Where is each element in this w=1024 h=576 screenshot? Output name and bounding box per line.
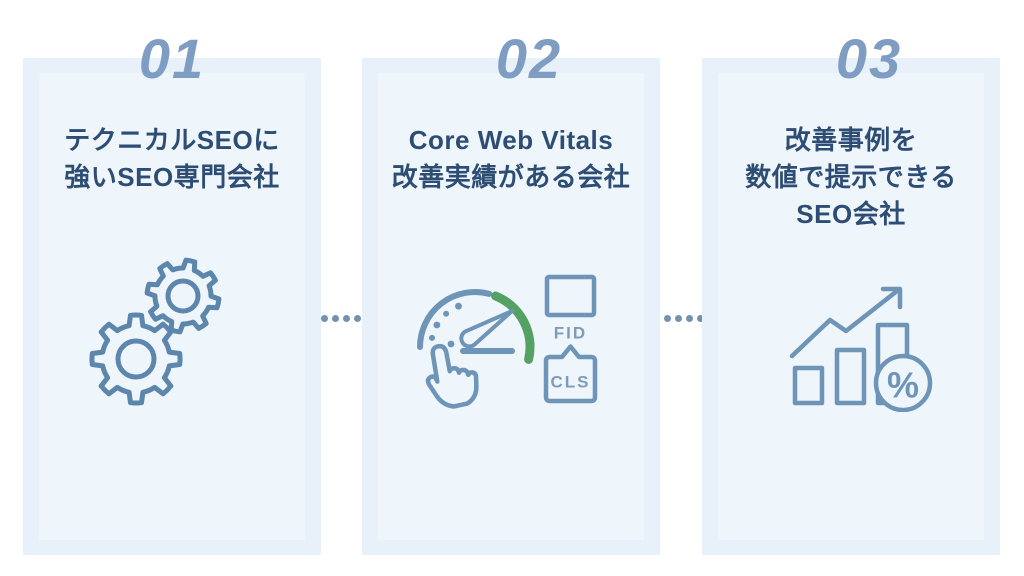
- large-gear-icon: [89, 312, 183, 406]
- small-gear-icon: [144, 257, 222, 335]
- connector-dot: [332, 315, 339, 322]
- connector-dot: [354, 315, 361, 322]
- card-title-line: テクニカルSEOに: [64, 125, 280, 155]
- connector-dot: [664, 315, 671, 322]
- card-title: 改善事例を 数値で提示できる SEO会社: [708, 122, 994, 233]
- connector-dots: [321, 315, 361, 322]
- connector-dot: [697, 315, 704, 322]
- fid-label: FID: [554, 324, 587, 343]
- card-title: Core Web Vitals 改善実績がある会社: [368, 122, 654, 196]
- pointer-hand-icon: [425, 343, 479, 409]
- card-title-line: 改善実績がある会社: [391, 162, 631, 192]
- gears-icon: [89, 257, 222, 406]
- growth-chart-icon: %: [789, 286, 933, 412]
- speedometer-icon: [417, 289, 535, 364]
- growth-arrow-icon: [789, 286, 903, 359]
- cls-label: CLS: [551, 373, 591, 392]
- card-measurable-results: 03 改善事例を 数値で提示できる SEO会社 %: [702, 31, 1000, 555]
- step-number: 03: [835, 27, 903, 90]
- gauge-green-arc: [491, 291, 535, 364]
- card-technical-seo: 01 テクニカルSEOに 強いSEO専門会社: [23, 31, 321, 555]
- card-title-line: Core Web Vitals: [408, 125, 614, 155]
- step-number: 01: [138, 27, 206, 90]
- connector-dot: [686, 315, 693, 322]
- connector-dot: [321, 315, 328, 322]
- percent-label: %: [887, 365, 919, 406]
- card-title-line: 数値で提示できる: [745, 162, 957, 192]
- connector-dot: [675, 315, 682, 322]
- connector-dots: [664, 315, 704, 322]
- card-inner-panel: [718, 73, 984, 540]
- connector-dot: [343, 315, 350, 322]
- cls-box-icon: CLS: [543, 344, 598, 404]
- core-web-vitals-icon: FID CLS: [417, 274, 598, 409]
- card-title-line: 強いSEO専門会社: [64, 162, 280, 192]
- fid-box-icon: FID: [544, 274, 597, 343]
- card-title: テクニカルSEOに 強いSEO専門会社: [29, 122, 315, 196]
- gauge-needle-icon: [459, 309, 514, 349]
- card-core-web-vitals: 02 Core Web Vitals 改善実績がある会社 FID: [362, 31, 660, 555]
- step-number: 02: [495, 27, 563, 90]
- card-title-line: 改善事例を: [784, 125, 918, 155]
- percent-circle-icon: [873, 353, 933, 412]
- card-title-line: SEO会社: [796, 199, 906, 229]
